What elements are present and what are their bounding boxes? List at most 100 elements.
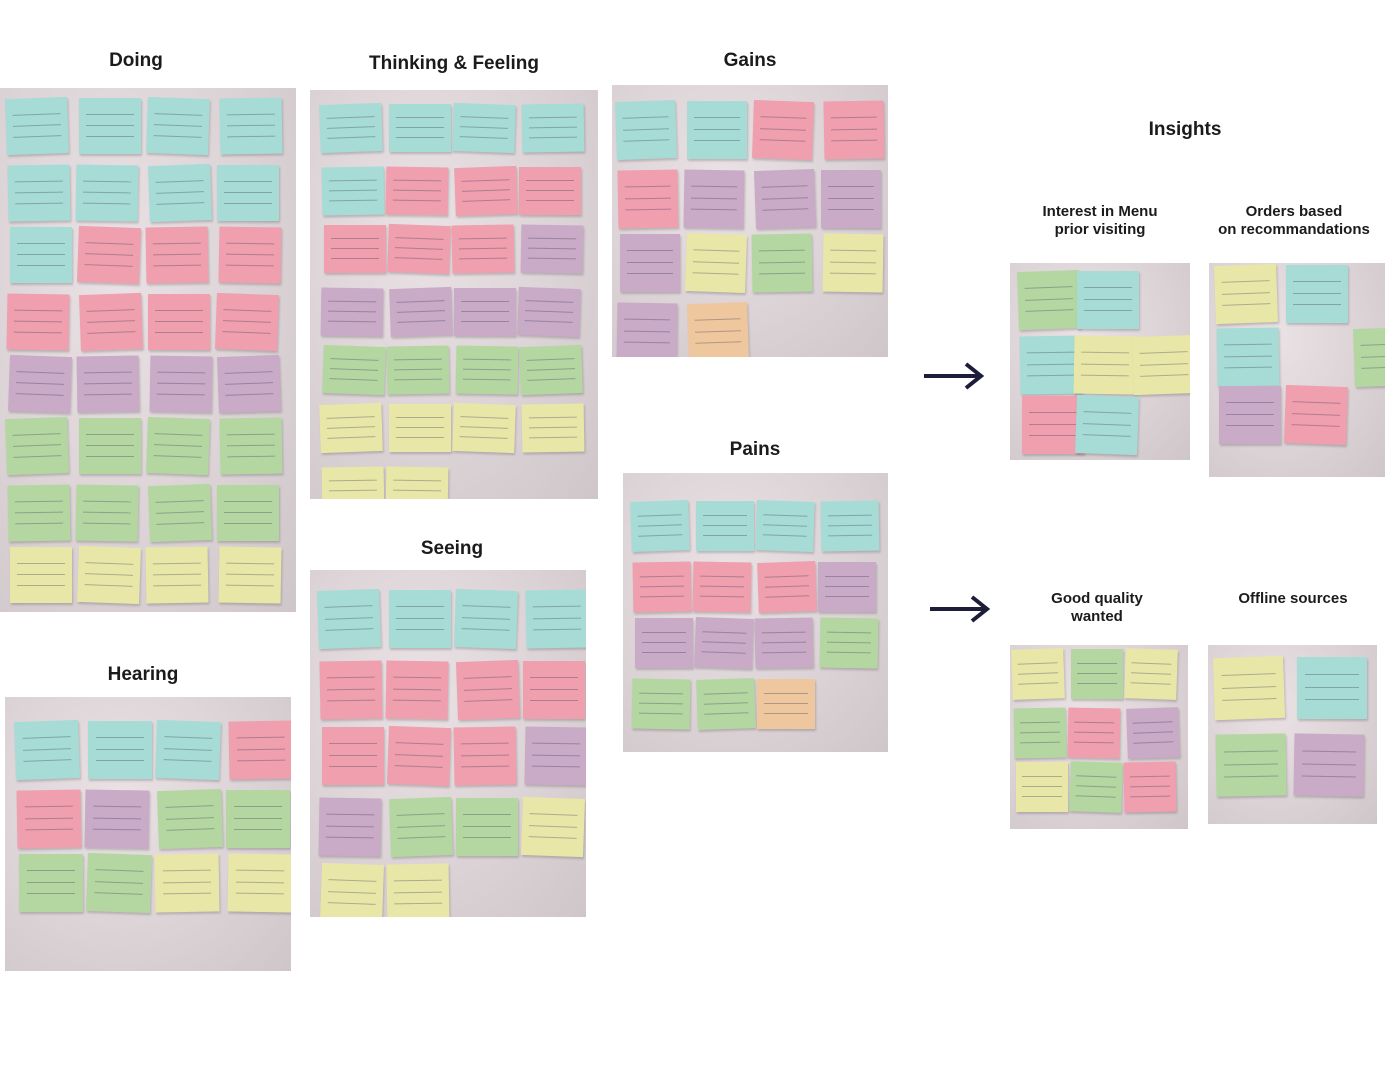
sticky-note	[521, 403, 585, 453]
handwriting-line	[15, 500, 63, 503]
handwriting-line	[759, 139, 806, 143]
handwriting-line	[85, 573, 133, 576]
sticky-note	[685, 232, 747, 294]
handwriting-line	[1224, 355, 1272, 358]
handwriting-line	[525, 310, 573, 313]
handwriting-line	[153, 573, 201, 576]
handwriting-line	[15, 191, 63, 194]
handwriting-line	[1130, 682, 1171, 685]
handwriting-line	[153, 253, 201, 256]
handwriting-line	[85, 561, 133, 565]
handwriting-line	[1022, 796, 1062, 797]
sticky-note	[757, 561, 817, 613]
sticky-note	[79, 418, 141, 474]
handwriting-line	[528, 257, 576, 260]
handwriting-line	[396, 436, 444, 438]
handwriting-line	[13, 432, 61, 436]
handwriting-line	[83, 202, 131, 205]
handwriting-line	[157, 393, 205, 396]
sticky-note	[1123, 761, 1177, 813]
sticky-note	[692, 561, 752, 613]
sticky-note	[456, 798, 518, 856]
sticky-note	[385, 466, 449, 499]
handwriting-line	[700, 575, 745, 578]
handwriting-line	[166, 828, 215, 832]
sticky-note	[521, 103, 585, 153]
handwriting-line	[396, 417, 444, 419]
handwriting-line	[828, 197, 874, 199]
handwriting-line	[1027, 375, 1075, 377]
sticky-note	[322, 727, 384, 785]
handwriting-line	[1029, 412, 1077, 414]
handwriting-line	[1226, 413, 1274, 415]
handwriting-line	[17, 585, 65, 587]
handwriting-line	[1131, 662, 1172, 665]
sticky-note	[453, 726, 517, 786]
handwriting-line	[765, 595, 810, 598]
sticky-note	[320, 287, 384, 337]
handwriting-line	[325, 617, 373, 620]
handwriting-line	[831, 128, 877, 131]
handwriting-line	[227, 113, 275, 116]
pains-photo	[623, 473, 888, 752]
sticky-note	[79, 98, 141, 154]
handwriting-line	[460, 135, 508, 139]
sticky-note	[523, 661, 585, 719]
handwriting-line	[828, 186, 874, 188]
sticky-note	[1073, 335, 1137, 395]
handwriting-line	[224, 180, 272, 182]
handwriting-line	[1224, 343, 1272, 346]
sticky-note	[1297, 657, 1367, 719]
handwriting-line	[527, 368, 575, 371]
handwriting-line	[17, 242, 65, 244]
handwriting-line	[830, 261, 876, 264]
handwriting-line	[1130, 775, 1170, 778]
sticky-note	[319, 660, 383, 720]
handwriting-line	[1224, 750, 1278, 753]
sticky-note	[148, 163, 212, 223]
handwriting-line	[331, 238, 379, 240]
insight-orders-based-photo	[1209, 263, 1385, 477]
handwriting-line	[623, 128, 669, 131]
sticky-note	[757, 679, 815, 729]
handwriting-line	[627, 261, 673, 263]
handwriting-line	[459, 257, 507, 260]
doing-title: Doing	[109, 50, 163, 71]
handwriting-line	[1084, 298, 1132, 300]
sticky-note	[77, 225, 141, 285]
handwriting-line	[163, 747, 213, 751]
handwriting-line	[1140, 374, 1188, 378]
pains-title: Pains	[729, 439, 781, 460]
sticky-note	[1216, 327, 1280, 387]
handwriting-line	[327, 700, 375, 702]
handwriting-line	[1302, 775, 1356, 778]
sticky-note	[146, 416, 210, 476]
handwriting-line	[328, 902, 376, 906]
handwriting-line	[154, 112, 202, 116]
sticky-note	[88, 721, 152, 779]
handwriting-line	[26, 870, 76, 872]
handwriting-line	[461, 311, 509, 313]
sticky-note	[687, 301, 749, 357]
sticky-note	[1067, 707, 1121, 759]
sticky-note	[6, 293, 70, 351]
handwriting-line	[233, 806, 283, 808]
handwriting-line	[464, 688, 512, 691]
sticky-note	[517, 286, 581, 338]
handwriting-line	[462, 179, 510, 183]
sticky-note	[8, 354, 72, 414]
handwriting-line	[153, 242, 201, 245]
handwriting-line	[84, 393, 132, 396]
handwriting-line	[236, 736, 286, 739]
handwriting-line	[1018, 682, 1059, 685]
sticky-note	[821, 170, 881, 228]
handwriting-line	[640, 595, 685, 598]
sticky-note	[217, 165, 279, 221]
handwriting-line	[156, 191, 204, 194]
handwriting-line	[156, 511, 204, 514]
handwriting-line	[639, 575, 684, 578]
sticky-note	[226, 790, 290, 848]
sticky-note	[79, 292, 143, 352]
handwriting-line	[165, 816, 215, 820]
handwriting-line	[95, 760, 145, 762]
